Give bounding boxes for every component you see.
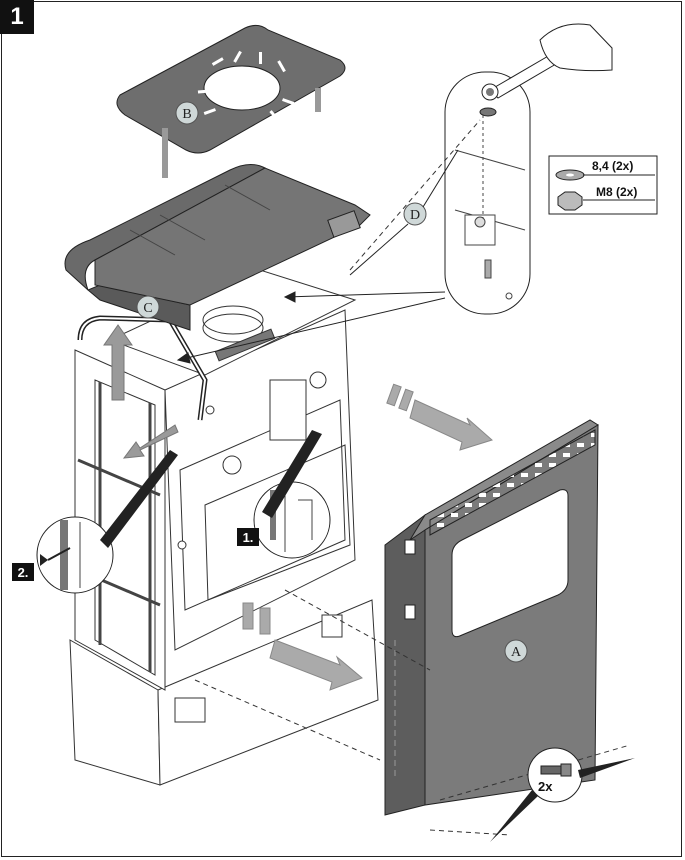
callout-d: D xyxy=(403,202,427,226)
detail-pointer-arrows xyxy=(176,291,446,364)
fastener-legend xyxy=(548,155,658,215)
nut-icon xyxy=(557,191,583,211)
detail-d-view xyxy=(444,71,531,315)
washer-label: 8,4 (2x) xyxy=(592,159,634,173)
removal-arrow-icon xyxy=(386,383,493,451)
detail-2-view xyxy=(36,516,114,594)
svg-text:C: C xyxy=(143,301,152,316)
top-frame-panels xyxy=(64,164,371,331)
step-number-badge: 1 xyxy=(0,0,34,34)
hand-icon xyxy=(539,23,613,72)
stove-base xyxy=(69,599,379,786)
callout-c: C xyxy=(136,295,160,319)
svg-text:D: D xyxy=(410,208,420,223)
front-door-panel xyxy=(384,419,599,816)
lift-arrow-icon xyxy=(103,324,133,401)
detail-1-view xyxy=(253,481,331,559)
pull-arrow-icon xyxy=(122,424,179,459)
screw-detail-view xyxy=(527,747,583,803)
svg-text:B: B xyxy=(182,107,191,122)
callout-b: B xyxy=(175,101,199,125)
substep-2-label: 2. xyxy=(12,563,34,581)
svg-text:A: A xyxy=(511,645,522,660)
substep-1-label: 1. xyxy=(237,528,259,546)
screw-quantity-label: 2x xyxy=(538,779,553,794)
nut-label: M8 (2x) xyxy=(596,185,638,199)
callout-a: A xyxy=(504,639,528,663)
removal-arrow-icon-lower xyxy=(242,602,363,691)
top-grille-plate xyxy=(116,24,346,178)
